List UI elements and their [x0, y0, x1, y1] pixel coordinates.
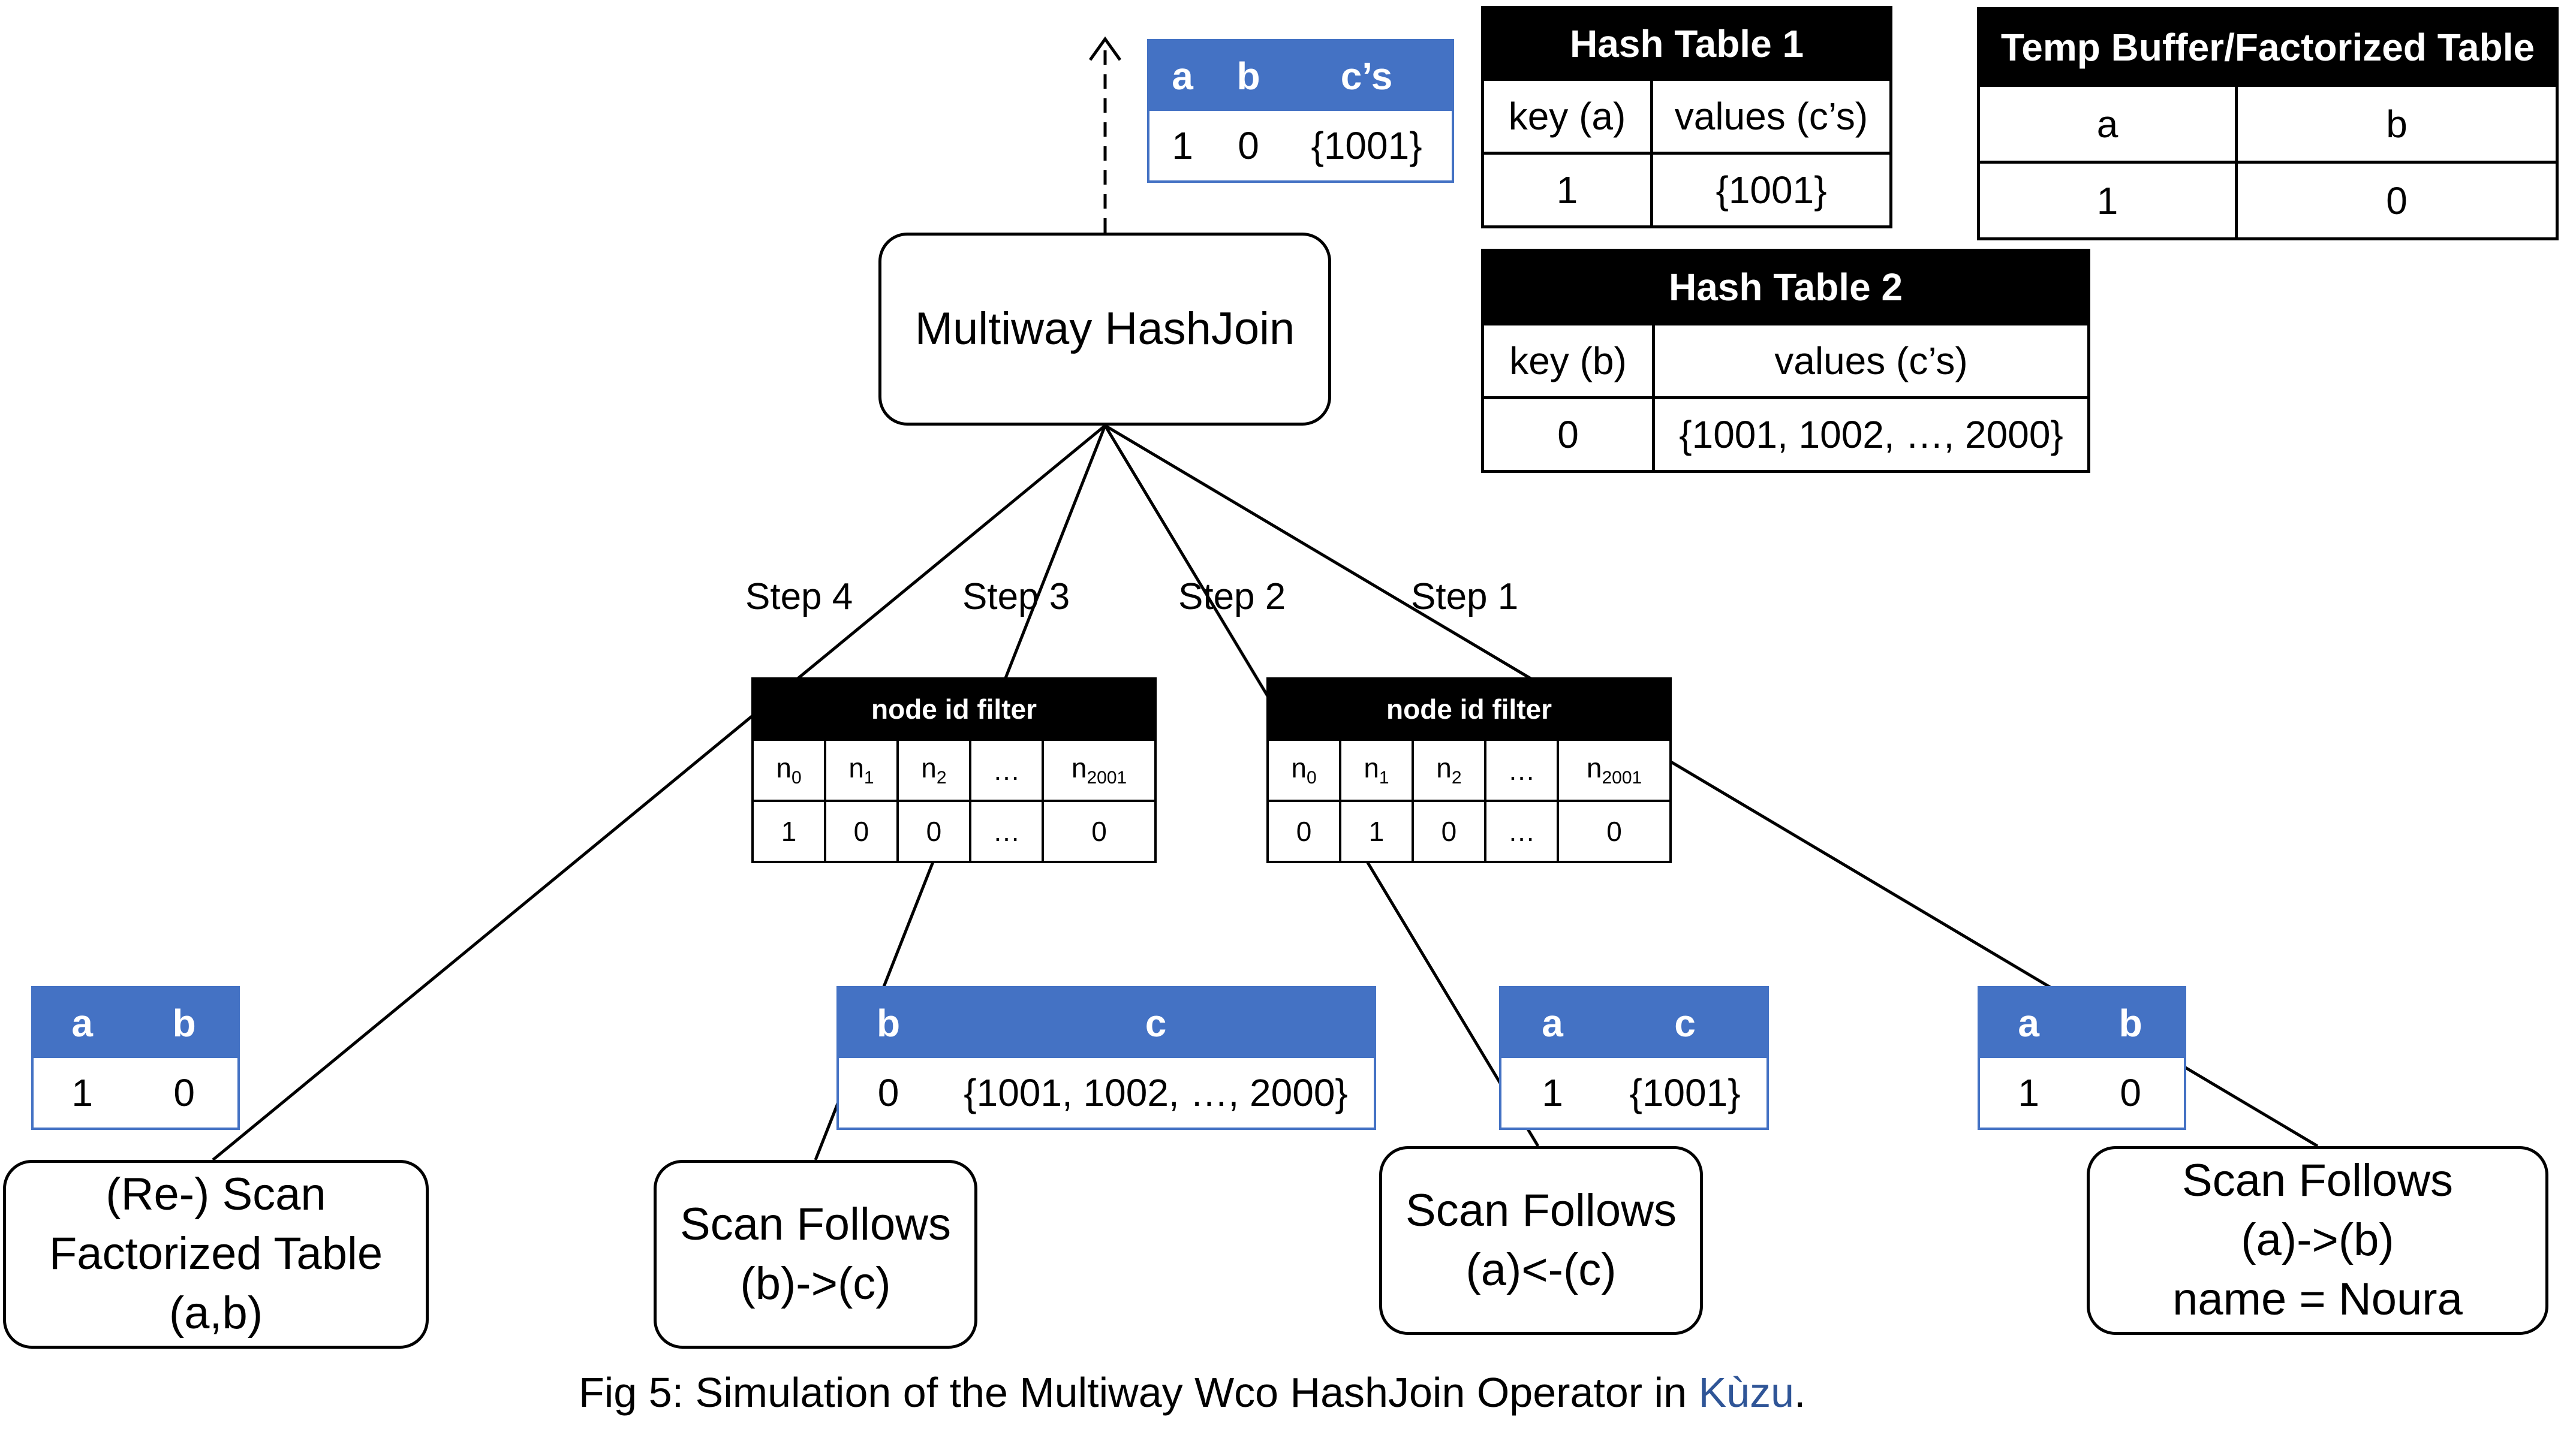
- filter-right-cell-1: 1: [1338, 800, 1414, 863]
- result-cell-cs: {1001}: [1281, 111, 1453, 182]
- table-ab-left-cell-b: 0: [131, 1058, 239, 1129]
- result-cell-a: 1: [1148, 111, 1215, 182]
- table-bc-header-c: c: [938, 987, 1375, 1058]
- table-ac-cell-c: {1001}: [1603, 1058, 1768, 1129]
- filter-right-header-2: n2: [1411, 738, 1486, 802]
- table-ab-right-cell-b: 0: [2077, 1058, 2185, 1129]
- filter-right-header-ellipsis: …: [1483, 738, 1560, 802]
- filter-left-cell-2: 0: [896, 800, 971, 863]
- caption-prefix: Fig 5: Simulation of the Multiway Wco Ha…: [579, 1369, 1699, 1416]
- hash-table-2-values-header: values (c’s): [1652, 322, 2090, 399]
- filter-right-title: node id filter: [1268, 679, 1671, 740]
- filter-left-header-0: n0: [751, 738, 826, 802]
- hash-table-2-title: Hash Table 2: [1482, 250, 2089, 324]
- table-ab-right-cell-a: 1: [1979, 1058, 2078, 1129]
- hash-table-1-key-cell: 1: [1481, 152, 1653, 228]
- edge-step4: [212, 424, 1106, 1161]
- table-ab-left-header-a: a: [32, 987, 131, 1058]
- table-bc-cell-b: 0: [838, 1058, 938, 1129]
- hash-table-1-key-header: key (a): [1481, 78, 1653, 155]
- result-header-a: a: [1148, 40, 1215, 111]
- table-ac-header-c: c: [1603, 987, 1768, 1058]
- hash-table-2: Hash Table 2 key (b) values (c’s) 0 {100…: [1481, 249, 2090, 473]
- output-arrowhead: [1088, 36, 1122, 61]
- table-ac-header-a: a: [1500, 987, 1603, 1058]
- rescan-line-1: (Re-) Scan: [106, 1169, 326, 1220]
- step-3-label: Step 3: [962, 576, 1070, 617]
- filter-right-header-2001: n2001: [1557, 738, 1672, 802]
- table-bc-cell-c: {1001, 1002, …, 2000}: [938, 1058, 1375, 1129]
- temp-buffer-cell-b: 0: [2235, 161, 2559, 240]
- filter-left-header-1: n1: [823, 738, 899, 802]
- filter-right-cell-2001: 0: [1557, 800, 1672, 863]
- scan-ab-line-1: Scan Follows: [2182, 1155, 2453, 1207]
- temp-buffer-cell-a: 1: [1977, 161, 2238, 240]
- node-id-filter-left: node id filter n0 n1 n2 … n2001 1 0 0 … …: [751, 677, 1157, 863]
- caption-kuzu: Kùzu: [1698, 1369, 1795, 1416]
- result-header-cs: c’s: [1281, 40, 1453, 111]
- filter-left-header-ellipsis: …: [968, 738, 1045, 802]
- figure-caption: Fig 5: Simulation of the Multiway Wco Ha…: [579, 1368, 1805, 1416]
- table-ac: a c 1 {1001}: [1499, 986, 1769, 1130]
- table-ab-right-header-a: a: [1979, 987, 2078, 1058]
- table-bc-header-b: b: [838, 987, 938, 1058]
- filter-right-cell-0: 0: [1266, 800, 1341, 863]
- table-ab-left: a b 1 0: [31, 986, 240, 1130]
- result-header-b: b: [1215, 40, 1281, 111]
- hash-table-1-values-cell: {1001}: [1650, 152, 1892, 228]
- table-ab-right: a b 1 0: [1978, 986, 2186, 1130]
- filter-left-cell-1: 0: [823, 800, 899, 863]
- temp-buffer-table: Temp Buffer/Factorized Table a b 1 0: [1977, 7, 2559, 240]
- hash-table-1-values-header: values (c’s): [1650, 78, 1892, 155]
- table-bc: b c 0 {1001, 1002, …, 2000}: [836, 986, 1376, 1130]
- filter-left-header-2: n2: [896, 738, 971, 802]
- filter-left-cell-ellipsis: …: [968, 800, 1045, 863]
- temp-buffer-header-b: b: [2235, 84, 2559, 164]
- scan-ab-line-3: name = Noura: [2172, 1273, 2463, 1325]
- hash-table-1-title: Hash Table 1: [1482, 7, 1891, 80]
- scan-follows-bc-operator: Scan Follows (b)->(c): [654, 1160, 977, 1349]
- multiway-hashjoin-operator: Multiway HashJoin: [878, 233, 1331, 426]
- step-4-label: Step 4: [745, 576, 853, 617]
- hash-table-1: Hash Table 1 key (a) values (c’s) 1 {100…: [1481, 6, 1892, 228]
- filter-right-header-0: n0: [1266, 738, 1341, 802]
- hash-table-2-key-cell: 0: [1481, 396, 1655, 473]
- filter-left-cell-0: 1: [751, 800, 826, 863]
- hash-table-2-key-header: key (b): [1481, 322, 1655, 399]
- scan-ab-line-2: (a)->(b): [2241, 1214, 2394, 1266]
- scan-ac-line-2: (a)<-(c): [1465, 1244, 1617, 1295]
- filter-left-title: node id filter: [753, 679, 1155, 740]
- step-1-label: Step 1: [1411, 576, 1519, 617]
- caption-suffix: .: [1794, 1369, 1806, 1416]
- step-2-label: Step 2: [1178, 576, 1286, 617]
- table-ab-left-header-b: b: [131, 987, 239, 1058]
- scan-ac-line-1: Scan Follows: [1406, 1184, 1677, 1236]
- temp-buffer-header-a: a: [1977, 84, 2238, 164]
- scan-follows-ac-operator: Scan Follows (a)<-(c): [1379, 1146, 1703, 1335]
- result-table: a b c’s 1 0 {1001}: [1147, 39, 1454, 183]
- filter-right-cell-ellipsis: …: [1483, 800, 1560, 863]
- scan-bc-line-1: Scan Follows: [680, 1198, 951, 1250]
- filter-left-cell-2001: 0: [1042, 800, 1157, 863]
- table-ac-cell-a: 1: [1500, 1058, 1603, 1129]
- scan-bc-line-2: (b)->(c): [740, 1258, 891, 1309]
- filter-left-header-2001: n2001: [1042, 738, 1157, 802]
- scan-follows-ab-operator: Scan Follows (a)->(b) name = Noura: [2087, 1146, 2548, 1335]
- rescan-factorized-table-operator: (Re-) Scan Factorized Table (a,b): [3, 1160, 429, 1349]
- rescan-line-2: Factorized Table: [49, 1228, 383, 1280]
- rescan-line-3: (a,b): [168, 1287, 263, 1339]
- filter-right-header-1: n1: [1338, 738, 1414, 802]
- node-id-filter-right: node id filter n0 n1 n2 … n2001 0 1 0 … …: [1266, 677, 1672, 863]
- filter-right-cell-2: 0: [1411, 800, 1486, 863]
- table-ab-left-cell-a: 1: [32, 1058, 131, 1129]
- multiway-hashjoin-label: Multiway HashJoin: [914, 303, 1295, 354]
- hash-table-2-values-cell: {1001, 1002, …, 2000}: [1652, 396, 2090, 473]
- temp-buffer-title: Temp Buffer/Factorized Table: [1978, 8, 2557, 86]
- table-ab-right-header-b: b: [2077, 987, 2185, 1058]
- result-cell-b: 0: [1215, 111, 1281, 182]
